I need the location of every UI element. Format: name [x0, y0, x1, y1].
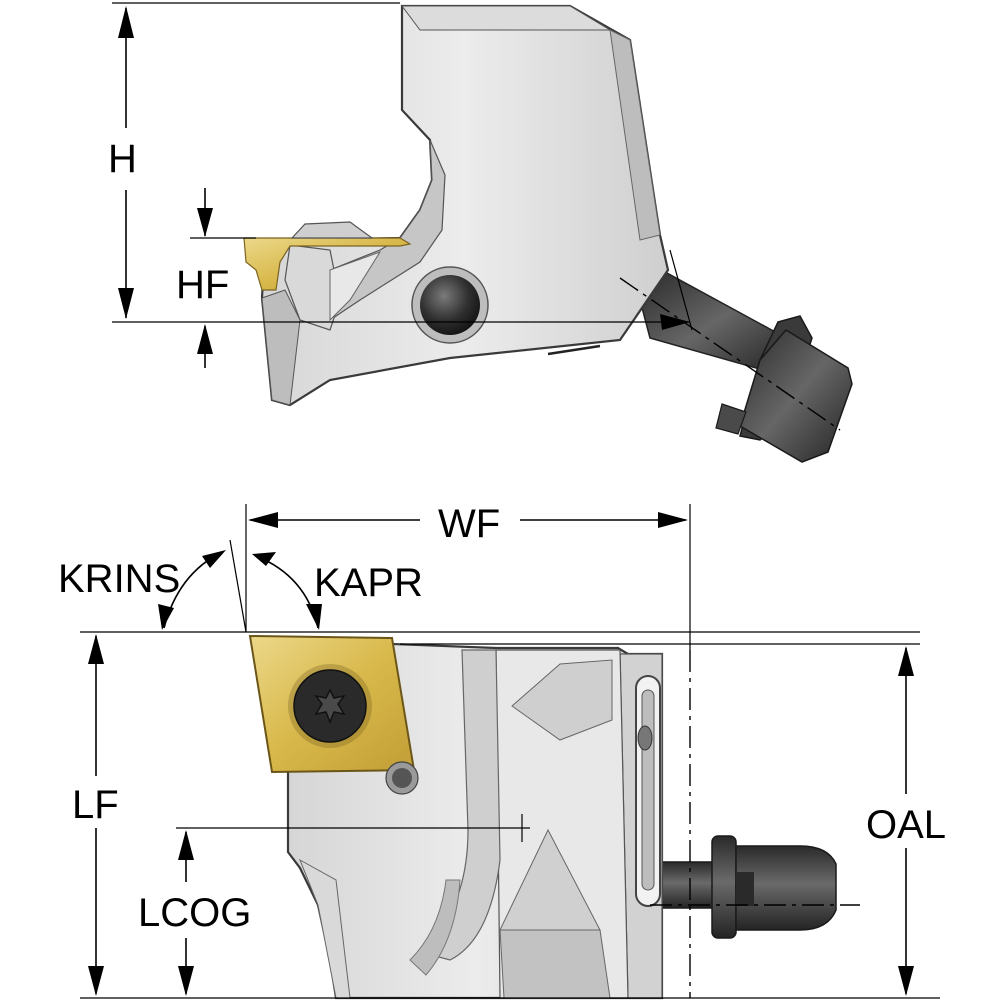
- insert-front: [248, 634, 416, 774]
- dimension-hf: HF: [176, 188, 256, 368]
- dim-label-h: H: [108, 137, 137, 181]
- dimension-h: H: [108, 2, 690, 330]
- dim-label-krins: KRINS: [58, 557, 180, 601]
- dim-label-lcog: LCOG: [138, 891, 251, 935]
- dim-label-oal: OAL: [866, 803, 946, 847]
- dim-label-wf: WF: [438, 502, 500, 546]
- dimension-wf: WF: [245, 502, 691, 998]
- torx-icon: [314, 688, 346, 725]
- tool-body-top: [260, 4, 670, 407]
- dim-label-hf: HF: [176, 263, 229, 307]
- axis-mark-top: [669, 249, 693, 331]
- dimension-oal: OAL: [400, 643, 946, 996]
- front-view: [248, 634, 837, 1000]
- top-view: [243, 4, 853, 463]
- pipe-axis-top: [619, 277, 841, 431]
- dim-label-kapr: KAPR: [314, 561, 423, 605]
- insert-top: [243, 221, 412, 291]
- dimension-lcog: LCOG: [138, 814, 530, 996]
- coolant-connector-front: [659, 835, 837, 939]
- dimension-krins-kapr: KRINS KAPR: [58, 539, 920, 633]
- coolant-pipe-top: [639, 271, 853, 463]
- dim-label-lf: LF: [72, 783, 119, 827]
- dimension-lf: LF: [72, 634, 119, 996]
